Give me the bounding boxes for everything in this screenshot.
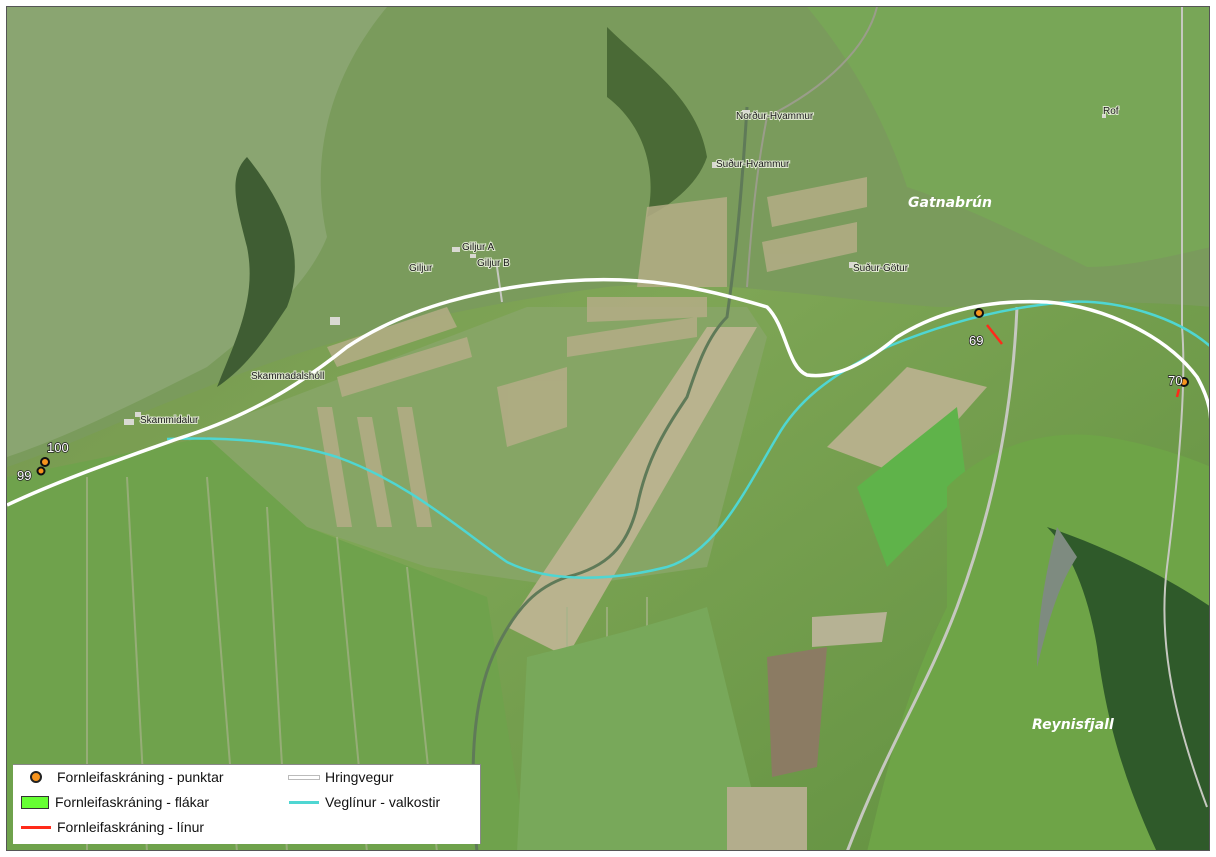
ringroad-symbol-icon xyxy=(289,775,319,779)
cultivated-strips xyxy=(317,177,867,527)
legend-label-points: Fornleifaskráning - punktar xyxy=(57,769,224,785)
south-central-fields xyxy=(517,607,767,850)
place-rof: Rof xyxy=(1103,106,1119,117)
region-gatnabrun: Gatnabrún xyxy=(908,195,992,211)
legend-item-points: Fornleifaskráning - punktar xyxy=(21,769,224,785)
site-label-100: 100 xyxy=(47,440,69,455)
legend-label-ringroad: Hringvegur xyxy=(325,769,394,785)
site-label-70: 70 xyxy=(1168,373,1182,388)
legend-item-lines: Fornleifaskráning - línur xyxy=(21,819,204,835)
southwest-pasture xyxy=(7,437,527,850)
place-nordur-hvammur: Norður-Hvammur xyxy=(736,110,814,122)
northeast-plateau xyxy=(807,7,1209,267)
route-option-line[interactable] xyxy=(166,300,1210,579)
route-option-symbol-icon xyxy=(289,800,319,804)
place-skammadalsholl: Skammadalshóll xyxy=(251,371,324,382)
map-frame: Norður-Hvammur Suður-Hvammur Rof Giljur … xyxy=(6,6,1210,851)
site-line-70[interactable] xyxy=(1175,388,1181,398)
reynisfjall-shadow xyxy=(1047,527,1209,850)
escarpment-west xyxy=(217,157,295,387)
legend-label-polygons: Fornleifaskráning - flákar xyxy=(55,794,210,810)
place-sudur-hvammur: Suður-Hvammur xyxy=(716,158,790,170)
polygon-symbol-icon xyxy=(21,795,49,809)
legend-item-polygons: Fornleifaskráning - flákar xyxy=(21,794,209,810)
legend-item-options: Veglínur - valkostir xyxy=(289,794,440,810)
legend-label-options: Veglínur - valkostir xyxy=(325,794,441,810)
site-label-99: 99 xyxy=(17,468,31,483)
river xyxy=(471,106,749,850)
field-grey xyxy=(812,612,887,647)
legend-label-lines: Fornleifaskráning - línur xyxy=(57,819,205,835)
river-plain xyxy=(507,327,757,657)
legend-item-ringroad: Hringvegur xyxy=(289,769,393,785)
field-green-east xyxy=(857,407,967,567)
place-giljur-b: Giljur B xyxy=(477,258,510,269)
map-legend: Fornleifaskráning - punktar Fornleifaskr… xyxy=(13,764,481,844)
cliff-face xyxy=(1037,527,1077,667)
point-symbol-icon xyxy=(21,769,51,785)
site-label-69: 69 xyxy=(969,333,983,348)
field-brown xyxy=(767,647,827,777)
ring-road[interactable] xyxy=(7,277,1210,507)
western-slopes xyxy=(7,7,387,457)
place-skammidalur: Skammidalur xyxy=(140,415,199,426)
site-point-100[interactable] xyxy=(40,457,50,467)
site-point-69[interactable] xyxy=(974,308,984,318)
place-sudur-gotur: Suður-Götur xyxy=(853,262,909,274)
field-south xyxy=(727,787,807,850)
farm-buildings xyxy=(124,110,1106,425)
line-symbol-icon xyxy=(21,826,51,829)
river-upper xyxy=(746,7,878,288)
site-point-70[interactable] xyxy=(1179,377,1189,387)
minor-road-south xyxy=(846,306,1019,850)
place-giljur: Giljur xyxy=(409,263,433,274)
site-line-69[interactable] xyxy=(986,324,1003,345)
site-point-99[interactable] xyxy=(36,466,46,476)
escarpment-north xyxy=(607,27,707,217)
region-reynisfjall: Reynisfjall xyxy=(1032,717,1114,733)
field-east xyxy=(827,367,987,477)
place-giljur-a: Giljur A xyxy=(462,242,495,253)
aerial-map[interactable]: Norður-Hvammur Suður-Hvammur Rof Giljur … xyxy=(7,7,1210,851)
farm-track xyxy=(496,266,503,303)
